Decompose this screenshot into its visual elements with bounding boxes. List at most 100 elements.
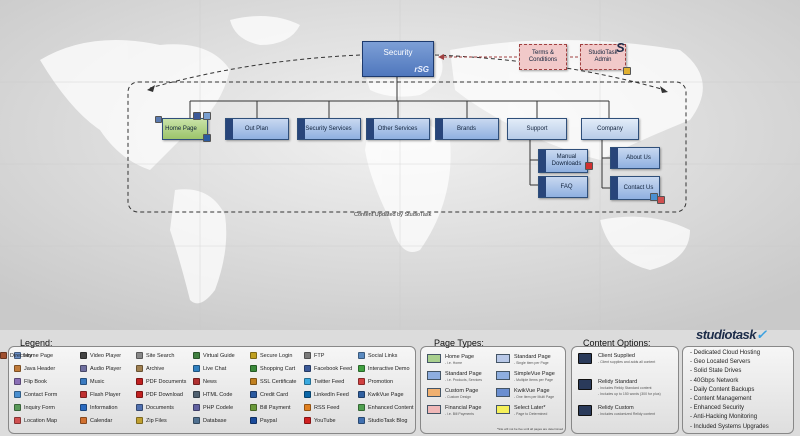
promotion-icon: [358, 378, 365, 385]
legend-item-label: PDF Download: [146, 391, 183, 398]
legend-item: PDF Download: [136, 391, 183, 398]
page-type-sub: - Custom Design: [445, 395, 472, 399]
page-type-text: KwikVue Page- One Item per Multi Page: [514, 388, 554, 400]
terms-conditions-box[interactable]: Terms & Conditions: [519, 44, 567, 70]
document-icon: [136, 404, 143, 411]
legend-item: Video Player: [80, 352, 121, 359]
legend-item-label: Site Search: [146, 352, 175, 359]
legend-item: PDF Documents: [136, 378, 186, 385]
node-home-page[interactable]: Home Page: [162, 118, 208, 140]
node-brands[interactable]: Brands: [435, 118, 499, 140]
legend-item: RSS Feed: [304, 404, 339, 411]
node-manual-downloads[interactable]: Manual Downloads: [538, 149, 588, 173]
map-icon: [14, 417, 21, 424]
page-type-label: Home Page: [445, 354, 475, 360]
node-out-plan[interactable]: Out Plan: [225, 118, 289, 140]
legend-item: Location Map: [14, 417, 57, 424]
faq-label: FAQ: [560, 183, 573, 190]
legend-item-label: Paypal: [260, 417, 277, 424]
video-icon: [80, 352, 87, 359]
node-security-services[interactable]: Security Services: [297, 118, 361, 140]
content-option-label: Client Supplied: [598, 353, 635, 359]
page-type-sub: - Multiple Items per Page: [514, 378, 553, 382]
archive-icon: [136, 365, 143, 372]
page-type-label: SimpleVue Page: [514, 371, 555, 377]
content-option-text: Relidy Standard- Includes Relidy Standar…: [598, 379, 676, 397]
legend-item-label: HTML Code: [203, 391, 233, 398]
legend-item-label: Social Links: [368, 352, 398, 359]
legend-item-label: RSS Feed: [314, 404, 340, 411]
legend-item: Facebook Feed: [304, 365, 352, 372]
content-options-title: Content Options:: [583, 338, 651, 348]
node-other-services[interactable]: Other Services: [366, 118, 430, 140]
pdf-icon: [136, 378, 143, 385]
content-option-icon: [578, 405, 592, 416]
book-icon: [14, 378, 21, 385]
page-type-sub: - One Item per Multi Page: [514, 395, 555, 399]
studiotask-admin-box[interactable]: StudioTask Admin: [580, 44, 626, 70]
legend-item-label: Inquiry Form: [24, 404, 55, 411]
bill-icon: [250, 404, 257, 411]
legend-item-label: Directory: [10, 352, 33, 359]
legend-item: Audio Player: [80, 365, 121, 372]
legend-item-label: Archive: [146, 365, 165, 372]
legend-item: Database: [193, 417, 227, 424]
legend-item-label: Music: [90, 378, 105, 385]
legend-item-label: Contact Form: [24, 391, 58, 398]
node-company[interactable]: Company: [581, 118, 639, 140]
legend-item-label: KwikVue Page: [368, 391, 404, 398]
page-type-label: Custom Page: [445, 388, 479, 394]
legend-item: Site Search: [136, 352, 174, 359]
lock-icon: [250, 352, 257, 359]
legend-item-label: Zip Files: [146, 417, 167, 424]
node-tab: [539, 150, 546, 172]
root-node-security[interactable]: Security rSG: [362, 41, 434, 77]
node-support[interactable]: Support: [507, 118, 567, 140]
search-icon: [136, 352, 143, 359]
legend-item-label: YouTube: [314, 417, 336, 424]
security-services-label: Security Services: [305, 125, 352, 132]
legend-item: News: [193, 378, 217, 385]
rss-icon: [304, 404, 311, 411]
feature-item: - Enhanced Security: [690, 405, 745, 412]
company-label: Company: [597, 125, 623, 132]
page-types-title: Page Types:: [434, 338, 484, 348]
checkmark-icon: ✓: [756, 327, 767, 342]
features-panel: [682, 346, 794, 434]
linkedin-icon: [304, 391, 311, 398]
legend-item: Bill Payment: [250, 404, 291, 411]
legend-item-label: Information: [90, 404, 118, 411]
page-type-label: Standard Page: [514, 354, 551, 360]
legend-item: KwikVue Page: [358, 391, 404, 398]
legend-item: Calendar: [80, 417, 112, 424]
other-services-label: Other Services: [377, 125, 418, 132]
legend-item-label: Enhanced Content: [368, 404, 414, 411]
feature-item: - Dedicated Cloud Hosting: [690, 350, 761, 356]
legend-item-label: Home Page: [24, 352, 54, 359]
mobile-icon: [203, 112, 211, 120]
brands-label: Brands: [456, 125, 476, 132]
page-type-text: SimpleVue Page- Multiple Items per Page: [514, 371, 555, 383]
paypal-icon: [250, 417, 257, 424]
legend-item: Flash Player: [80, 391, 121, 398]
site-boundary: [127, 81, 687, 213]
node-faq[interactable]: FAQ: [538, 176, 588, 198]
content-option-text: Relidy Custom- Includes customized Relid…: [598, 405, 676, 417]
feature-item: - Content Management: [690, 396, 752, 402]
terms-conditions-label: Terms & Conditions: [528, 50, 558, 63]
legend-item: Inquiry Form: [14, 404, 55, 411]
code-icon: [193, 391, 200, 398]
info-icon: [80, 404, 87, 411]
legend-item-label: Database: [203, 417, 227, 424]
credit-card-icon: [250, 391, 257, 398]
page-type-swatch: [496, 371, 510, 380]
legend-item-label: News: [203, 378, 217, 385]
legend-item-label: Documents: [146, 404, 174, 411]
java-icon: [14, 365, 21, 372]
content-option-sub: - Client supplies and adds all content: [598, 360, 656, 364]
social-icon: [358, 352, 365, 359]
node-about-us[interactable]: About Us: [610, 147, 660, 169]
page-type-text: Standard Page- i.e. Products, Services: [445, 371, 482, 383]
legend-item: HTML Code: [193, 391, 232, 398]
legend-item-label: FTP: [314, 352, 325, 359]
